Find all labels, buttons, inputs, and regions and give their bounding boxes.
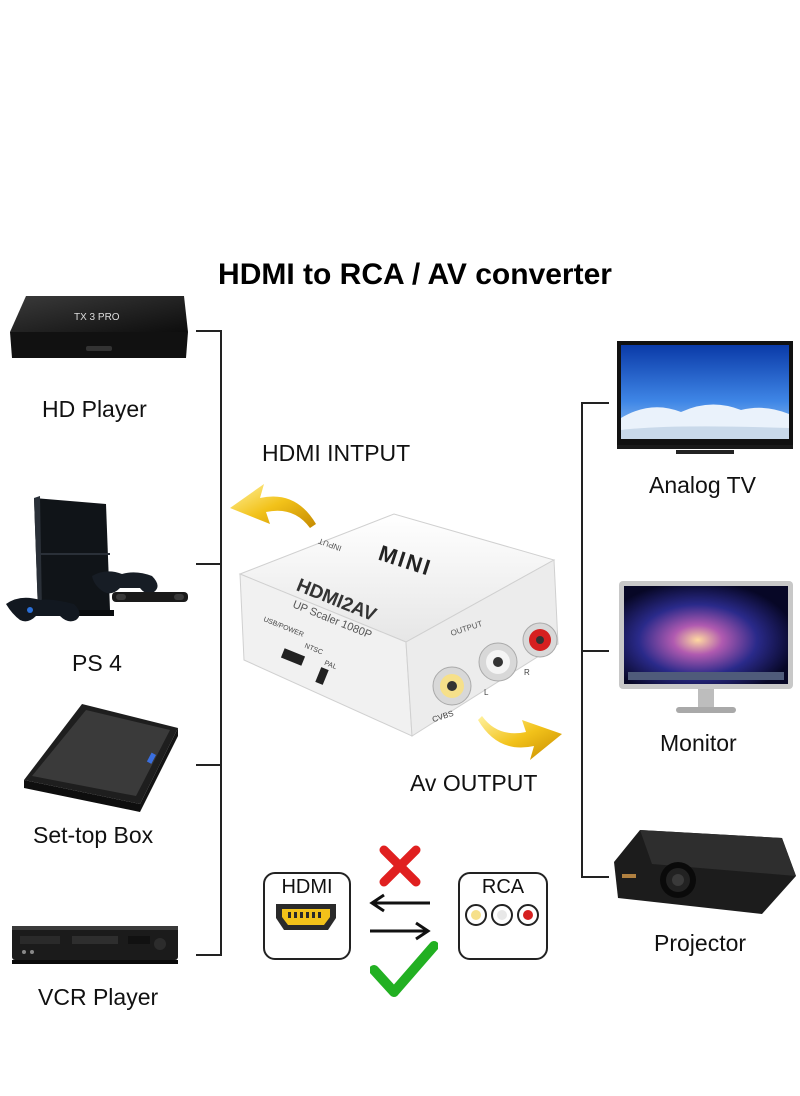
output-arrow-icon	[478, 716, 562, 760]
projector-image	[614, 830, 796, 914]
right-bracket-tick-3	[581, 876, 609, 878]
left-bracket-tick-3	[196, 764, 222, 766]
left-bracket-vertical	[220, 330, 222, 956]
forward-arrow-icon	[370, 921, 431, 941]
left-bracket-tick-4	[196, 954, 222, 956]
hd-player-brand: TX 3 PRO	[74, 312, 120, 323]
source-label-hd-player: HD Player	[42, 396, 147, 422]
hdmi-input-label: HDMI INTPUT	[262, 440, 411, 466]
analog-tv-image	[617, 341, 793, 454]
left-bracket-tick-2	[196, 563, 222, 565]
converter-r-text: R	[524, 668, 530, 677]
diagram-title: HDMI to RCA / AV converter	[218, 258, 612, 291]
source-label-set-top-box: Set-top Box	[33, 822, 154, 848]
check-icon	[370, 941, 438, 997]
converter-box-image	[238, 513, 559, 737]
cross-icon	[379, 845, 421, 887]
right-bracket-tick-2	[581, 650, 609, 652]
right-bracket-tick-1	[581, 402, 609, 404]
input-arrow-icon	[230, 484, 316, 528]
vcr-player-image	[12, 926, 178, 964]
right-bracket-vertical	[581, 402, 583, 878]
ps4-image	[6, 496, 188, 622]
rca-connectors-icon	[465, 904, 539, 926]
source-label-ps4: PS 4	[72, 650, 122, 676]
source-label-vcr-player: VCR Player	[38, 984, 159, 1010]
reverse-arrow-icon	[369, 893, 430, 913]
display-label-projector: Projector	[654, 930, 747, 956]
hd-player-image: TX 3 PRO	[10, 296, 188, 358]
av-output-label: Av OUTPUT	[410, 770, 538, 796]
monitor-image	[619, 581, 793, 713]
hdmi-direction-label: HDMI	[281, 876, 333, 898]
hdmi-connector-icon	[276, 904, 336, 930]
converter-l-text: L	[484, 688, 489, 697]
display-label-monitor: Monitor	[660, 730, 737, 756]
display-label-analog-tv: Analog TV	[649, 472, 756, 498]
rca-direction-label: RCA	[481, 876, 525, 898]
set-top-box-image	[24, 704, 178, 812]
left-bracket-tick-1	[196, 330, 222, 332]
